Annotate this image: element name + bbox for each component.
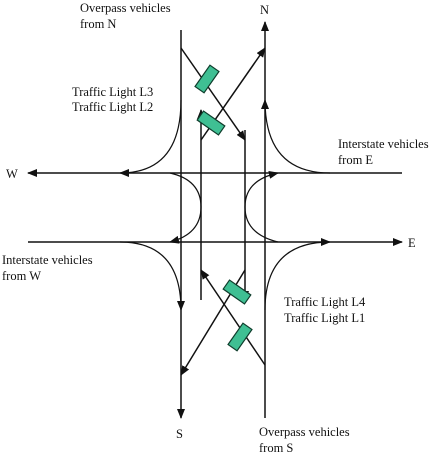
interstate-from-w-label-line2: from W (2, 269, 41, 283)
loop-east-inner (244, 170, 279, 243)
traffic-light-l4-label: Traffic Light L4 (284, 295, 366, 309)
compass-south: S (176, 427, 183, 441)
overpass-from-s-label-line1: Overpass vehicles (259, 425, 350, 439)
interstate-from-e-label-line1: Interstate vehicles (338, 137, 429, 151)
overpass-from-n-label-line2: from N (80, 17, 116, 31)
compass-east: E (408, 236, 416, 250)
diagonal-south-to-west (200, 269, 266, 366)
traffic-light-l2-symbol (196, 110, 226, 136)
overpass-from-n-label-line1: Overpass vehicles (80, 1, 171, 15)
traffic-light-l1-symbol (227, 322, 253, 352)
traffic-light-l1-label: Traffic Light L1 (284, 311, 365, 325)
ramp-west-to-south (119, 241, 185, 311)
interstate-from-w-label-line1: Interstate vehicles (2, 253, 93, 267)
interstate-from-e-label-line2: from E (338, 153, 373, 167)
traffic-light-l3-symbol (194, 64, 220, 94)
compass-west: W (6, 167, 18, 181)
ramp-east-to-north (261, 99, 331, 174)
overpass-from-s-label-line2: from S (259, 441, 293, 455)
traffic-light-l3-label: Traffic Light L3 (72, 85, 153, 99)
ramp-south-to-east (264, 238, 331, 311)
diagonal-north-to-east (180, 47, 246, 141)
compass-north: N (260, 3, 269, 17)
traffic-light-l2-label: Traffic Light L2 (72, 100, 153, 114)
loop-west-inner (169, 172, 202, 244)
ramp-north-to-west (119, 99, 182, 177)
traffic-light-l4-symbol (222, 279, 252, 305)
